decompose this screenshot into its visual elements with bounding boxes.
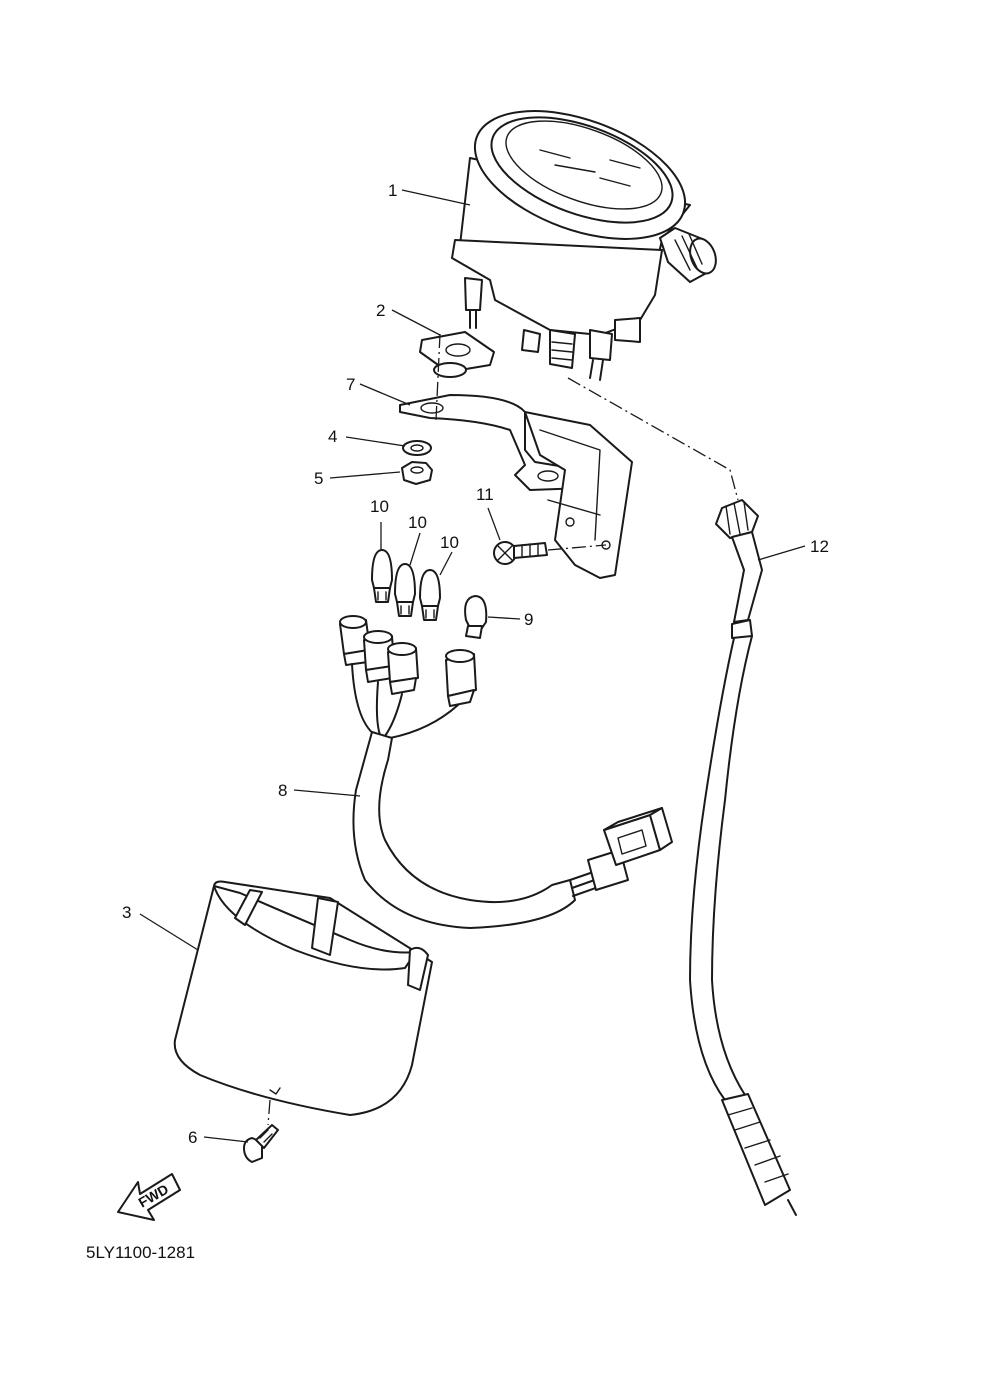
diagram-code: 5LY1100-1281 bbox=[86, 1243, 195, 1262]
screw-part-6 bbox=[243, 1124, 279, 1163]
callout-6: 6 bbox=[188, 1128, 197, 1147]
trip-reset-knob bbox=[659, 227, 717, 283]
cable-routing-line bbox=[567, 377, 739, 501]
washer-part-4 bbox=[402, 440, 432, 456]
callout-4: 4 bbox=[328, 427, 337, 446]
bulb-part-10b bbox=[394, 563, 416, 617]
bulb-part-10c bbox=[419, 569, 441, 621]
bulb-part-9 bbox=[464, 595, 488, 639]
speedometer-cable-part-12 bbox=[689, 499, 797, 1216]
screw-part-11 bbox=[493, 541, 548, 565]
nut-part-5 bbox=[401, 461, 433, 485]
wire-harness-part-8 bbox=[339, 615, 673, 929]
callouts: 1 2 7 4 5 10 10 10 11 9 12 8 3 6 bbox=[122, 181, 829, 1147]
callout-5: 5 bbox=[314, 469, 323, 488]
callout-8: 8 bbox=[278, 781, 287, 800]
callout-10a: 10 bbox=[370, 497, 389, 516]
leader-lines bbox=[139, 189, 806, 1143]
callout-1: 1 bbox=[388, 181, 397, 200]
meter-cover-part-3 bbox=[173, 880, 433, 1116]
callout-9: 9 bbox=[524, 610, 533, 629]
bracket-part-7 bbox=[399, 394, 633, 579]
callout-10b: 10 bbox=[408, 513, 427, 532]
callout-11: 11 bbox=[476, 485, 494, 504]
callout-3: 3 bbox=[122, 903, 131, 922]
callout-10c: 10 bbox=[440, 533, 459, 552]
bulb-part-10a bbox=[371, 549, 393, 603]
forward-direction-arrow: FWD bbox=[117, 1173, 181, 1221]
harness-connector bbox=[587, 807, 673, 891]
speedometer-assembly bbox=[451, 110, 717, 381]
callout-7: 7 bbox=[346, 375, 355, 394]
callout-12: 12 bbox=[810, 537, 829, 556]
damper-part-2 bbox=[419, 331, 495, 378]
callout-2: 2 bbox=[376, 301, 385, 320]
